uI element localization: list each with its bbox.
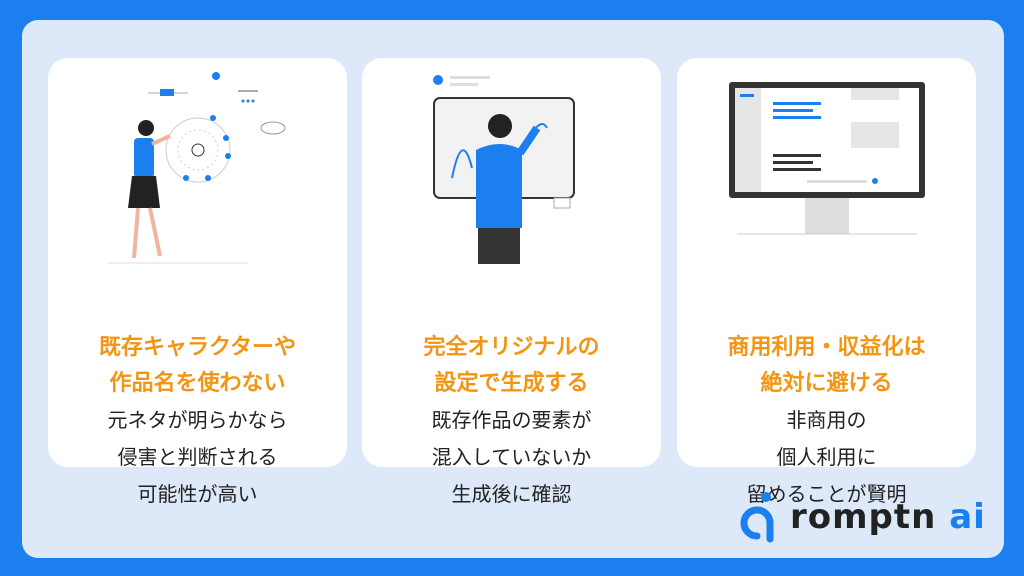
title-line: 作品名を使わない: [109, 371, 286, 396]
romptn-ai-logo: romptn ai: [738, 491, 986, 543]
logo-name: romptn: [790, 497, 937, 537]
body-line: 既存作品の要素が: [431, 408, 592, 432]
body-line: 留めることが賢明: [746, 482, 907, 506]
card-body: 非商用の個人利用に留めることが賢明: [677, 402, 976, 513]
romptn-logo-icon: [740, 492, 774, 543]
desktop-monitor-illustration: [729, 82, 925, 235]
title-line: 完全オリジナルの: [423, 335, 600, 360]
woman-presenting-illustration: [108, 72, 286, 264]
card-body: 既存作品の要素が混入していないか生成後に確認: [362, 402, 661, 513]
title-line: 設定で生成する: [434, 371, 589, 396]
body-line: 個人利用に: [776, 445, 877, 469]
body-line: 非商用の: [786, 408, 867, 432]
body-line: 元ネタが明らかなら: [107, 408, 288, 432]
card-body: 元ネタが明らかなら侵害と判断される可能性が高い: [48, 402, 347, 513]
body-line: 生成後に確認: [451, 482, 572, 506]
logo-suffix: ai: [949, 497, 986, 537]
body-line: 侵害と判断される: [117, 445, 278, 469]
card-no-existing-characters: 既存キャラクターや作品名を使わない 元ネタが明らかなら侵害と判断される可能性が高…: [48, 58, 347, 506]
card-title: 完全オリジナルの設定で生成する: [362, 330, 661, 402]
card-avoid-commercial-use: 商用利用・収益化は絶対に避ける 非商用の個人利用に留めることが賢明: [677, 58, 976, 506]
title-line: 商用利用・収益化は: [727, 335, 926, 360]
title-line: 絶対に避ける: [760, 371, 893, 396]
body-line: 混入していないか: [431, 445, 592, 469]
man-at-whiteboard-illustration: [433, 75, 575, 264]
logo-text: romptn ai: [790, 497, 986, 537]
card-title: 商用利用・収益化は絶対に避ける: [677, 330, 976, 402]
card-title: 既存キャラクターや作品名を使わない: [48, 330, 347, 402]
body-line: 可能性が高い: [137, 482, 258, 506]
card-original-settings: 完全オリジナルの設定で生成する 既存作品の要素が混入していないか生成後に確認: [362, 58, 661, 506]
title-line: 既存キャラクターや: [98, 335, 297, 360]
